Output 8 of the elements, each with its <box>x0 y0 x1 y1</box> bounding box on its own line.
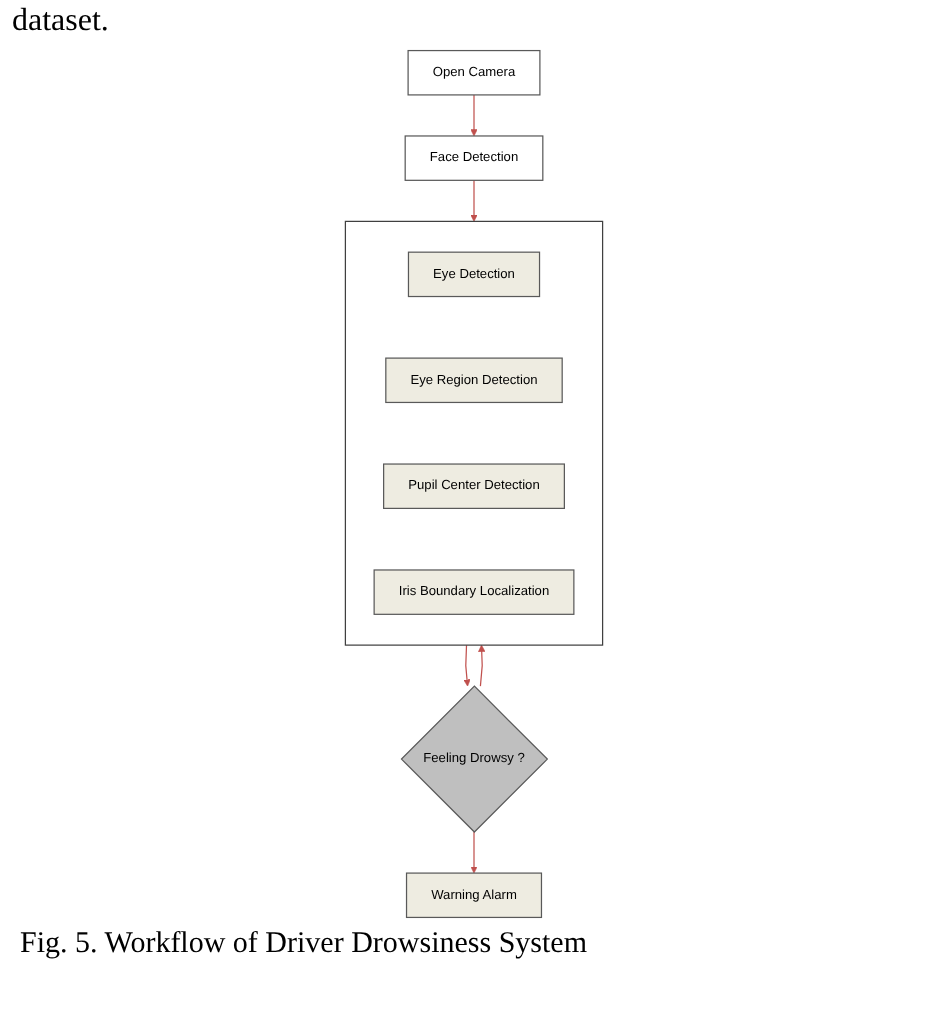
arrow <box>463 644 471 687</box>
arrow <box>478 644 486 687</box>
arrow <box>470 831 478 874</box>
body-text-fragment: dataset. <box>12 4 109 38</box>
figure-caption: Fig. 5. Workflow of Driver Drowsiness System <box>18 926 589 964</box>
arrow <box>470 94 478 137</box>
arrow <box>470 179 478 222</box>
cluster <box>344 220 604 646</box>
